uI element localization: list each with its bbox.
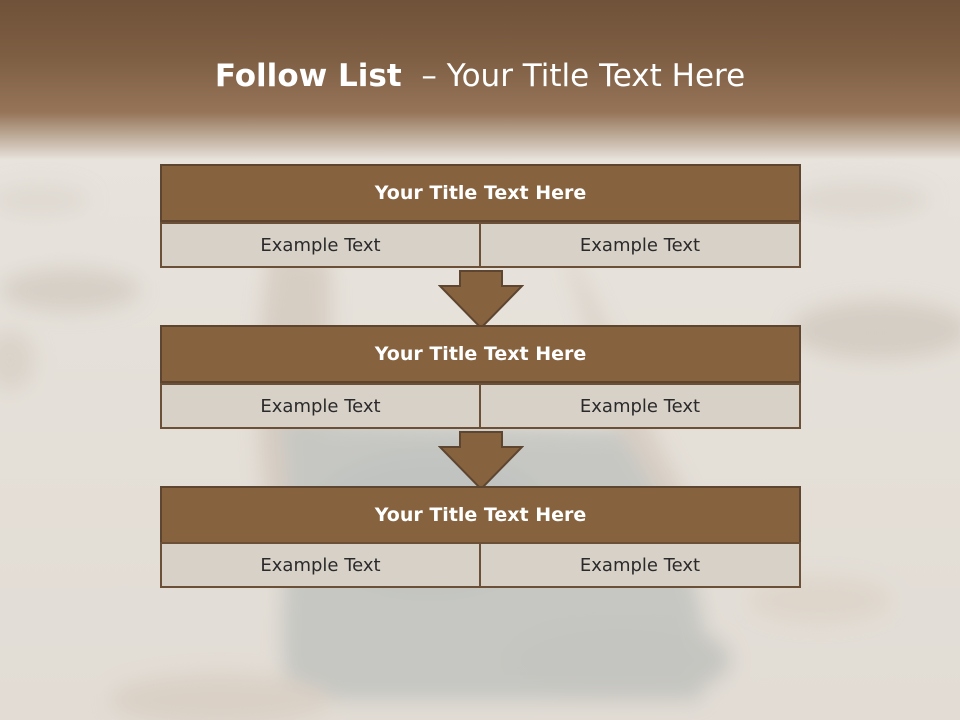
block-3-title[interactable]: Your Title Text Here (160, 486, 801, 544)
slide-title: Follow List – Your Title Text Here (0, 56, 960, 96)
block-1-right-cell[interactable]: Example Text (479, 222, 801, 268)
block-2-title[interactable]: Your Title Text Here (160, 325, 801, 383)
block-1-title[interactable]: Your Title Text Here (160, 164, 801, 222)
down-arrow-icon (438, 270, 524, 330)
slide-title-rest: – Your Title Text Here (401, 58, 746, 94)
block-2-left-cell[interactable]: Example Text (160, 383, 481, 429)
down-arrow-icon (438, 431, 524, 491)
slide-title-bold: Follow List (214, 58, 402, 94)
block-2-right-cell[interactable]: Example Text (479, 383, 801, 429)
block-3-right-cell[interactable]: Example Text (479, 542, 801, 588)
block-1-left-cell[interactable]: Example Text (160, 222, 481, 268)
block-3-left-cell[interactable]: Example Text (160, 542, 481, 588)
title-band (0, 0, 960, 160)
